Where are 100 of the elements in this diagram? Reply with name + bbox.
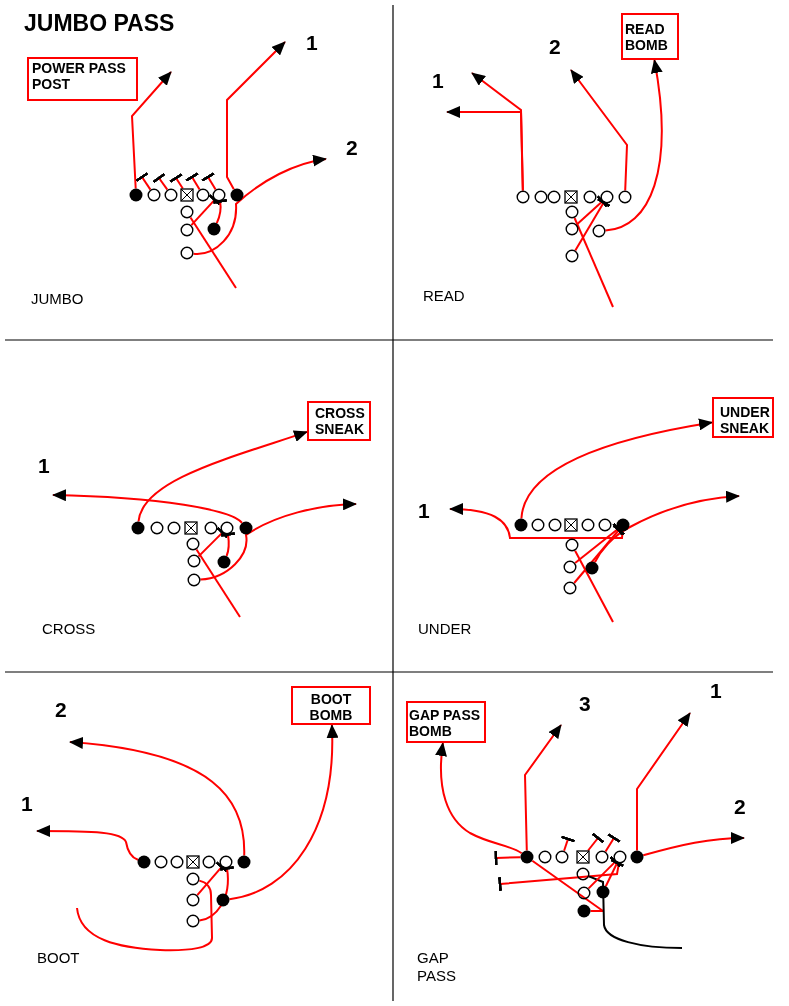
route-number: 1 <box>418 500 430 521</box>
player-circle <box>186 537 200 551</box>
route-line <box>189 216 237 289</box>
route-arrow <box>36 825 139 861</box>
blocking-line <box>587 855 622 890</box>
player-circle <box>577 886 591 900</box>
blocking-line <box>152 172 169 191</box>
play-caption: CROSS <box>42 621 96 636</box>
route-arrow <box>642 832 745 857</box>
player-dot <box>129 188 143 202</box>
route-number: 1 <box>306 32 318 53</box>
player-circle <box>202 855 216 869</box>
player-circle <box>563 560 577 574</box>
player-circle <box>548 518 562 532</box>
play-tag: POWER PASS POST <box>27 57 138 101</box>
route-arrow <box>570 69 628 192</box>
center-square <box>564 190 578 204</box>
player-dot <box>630 850 644 864</box>
player-dot <box>596 885 610 899</box>
play-caption: GAP PASS <box>417 949 457 985</box>
blocking-line <box>604 833 621 853</box>
player-circle <box>164 188 178 202</box>
title: JUMBO PASS <box>24 12 175 35</box>
route-arrow <box>471 72 524 192</box>
route-line <box>76 879 213 952</box>
player-circle <box>196 188 210 202</box>
player-circle <box>187 573 201 587</box>
play-tag: UNDER SNEAK <box>712 397 774 438</box>
center-square <box>576 850 590 864</box>
route-arrow <box>228 724 338 901</box>
player-circle <box>565 538 579 552</box>
player-circle <box>598 518 612 532</box>
player-circle <box>547 190 561 204</box>
play-caption: READ <box>423 288 465 303</box>
blocking-line <box>198 866 235 922</box>
player-dot <box>230 188 244 202</box>
route-arrow <box>131 71 172 190</box>
route-number: 3 <box>579 693 591 714</box>
route-line <box>574 549 614 623</box>
center-square <box>184 521 198 535</box>
player-circle <box>147 188 161 202</box>
player-dot <box>239 521 253 535</box>
blocking-line <box>587 832 605 852</box>
blocking-line <box>201 172 217 191</box>
blocking-line <box>604 858 625 888</box>
player-circle <box>592 224 606 238</box>
player-circle <box>563 581 577 595</box>
route-arrow <box>137 430 308 523</box>
blocking-line <box>220 532 236 557</box>
player-circle <box>618 190 632 204</box>
player-circle <box>613 850 627 864</box>
player-circle <box>170 855 184 869</box>
player-dot <box>514 518 528 532</box>
player-circle <box>167 521 181 535</box>
player-circle <box>595 850 609 864</box>
player-circle <box>180 205 194 219</box>
player-circle <box>219 855 233 869</box>
player-circle <box>534 190 548 204</box>
player-dot <box>237 855 251 869</box>
player-circle <box>565 249 579 263</box>
play-caption: UNDER <box>418 621 472 636</box>
route-arrow <box>435 742 523 855</box>
blocking-line <box>197 526 229 558</box>
player-circle <box>555 850 569 864</box>
blocking-line <box>135 171 152 191</box>
route-line <box>531 859 604 912</box>
blocking-line <box>574 522 624 564</box>
route-arrow <box>449 503 624 539</box>
player-circle <box>186 893 200 907</box>
route-line <box>588 875 683 949</box>
player-circle <box>583 190 597 204</box>
route-number: 2 <box>734 796 746 817</box>
player-dot <box>520 850 534 864</box>
player-circle <box>180 246 194 260</box>
blocking-line <box>185 172 201 191</box>
blocking-line <box>560 835 576 852</box>
route-arrow <box>593 490 740 564</box>
route-arrow <box>524 724 562 852</box>
route-arrow <box>226 41 286 191</box>
player-dot <box>616 518 630 532</box>
player-circle <box>538 850 552 864</box>
blocking-line <box>212 198 228 225</box>
route-number: 1 <box>710 680 722 701</box>
blocking-line <box>169 172 184 190</box>
route-number: 1 <box>21 793 33 814</box>
player-circle <box>516 190 530 204</box>
player-circle <box>600 190 614 204</box>
player-circle <box>531 518 545 532</box>
blocking-line <box>196 861 228 897</box>
blocking-line <box>575 195 609 226</box>
route-number: 1 <box>432 70 444 91</box>
player-circle <box>212 188 226 202</box>
blocking-line <box>190 193 221 227</box>
route-arrow <box>604 59 663 232</box>
player-circle <box>187 554 201 568</box>
player-circle <box>576 867 590 881</box>
route-arrow <box>520 418 713 520</box>
player-circle <box>581 518 595 532</box>
route-number: 2 <box>346 137 358 158</box>
route-arrow <box>69 737 246 857</box>
